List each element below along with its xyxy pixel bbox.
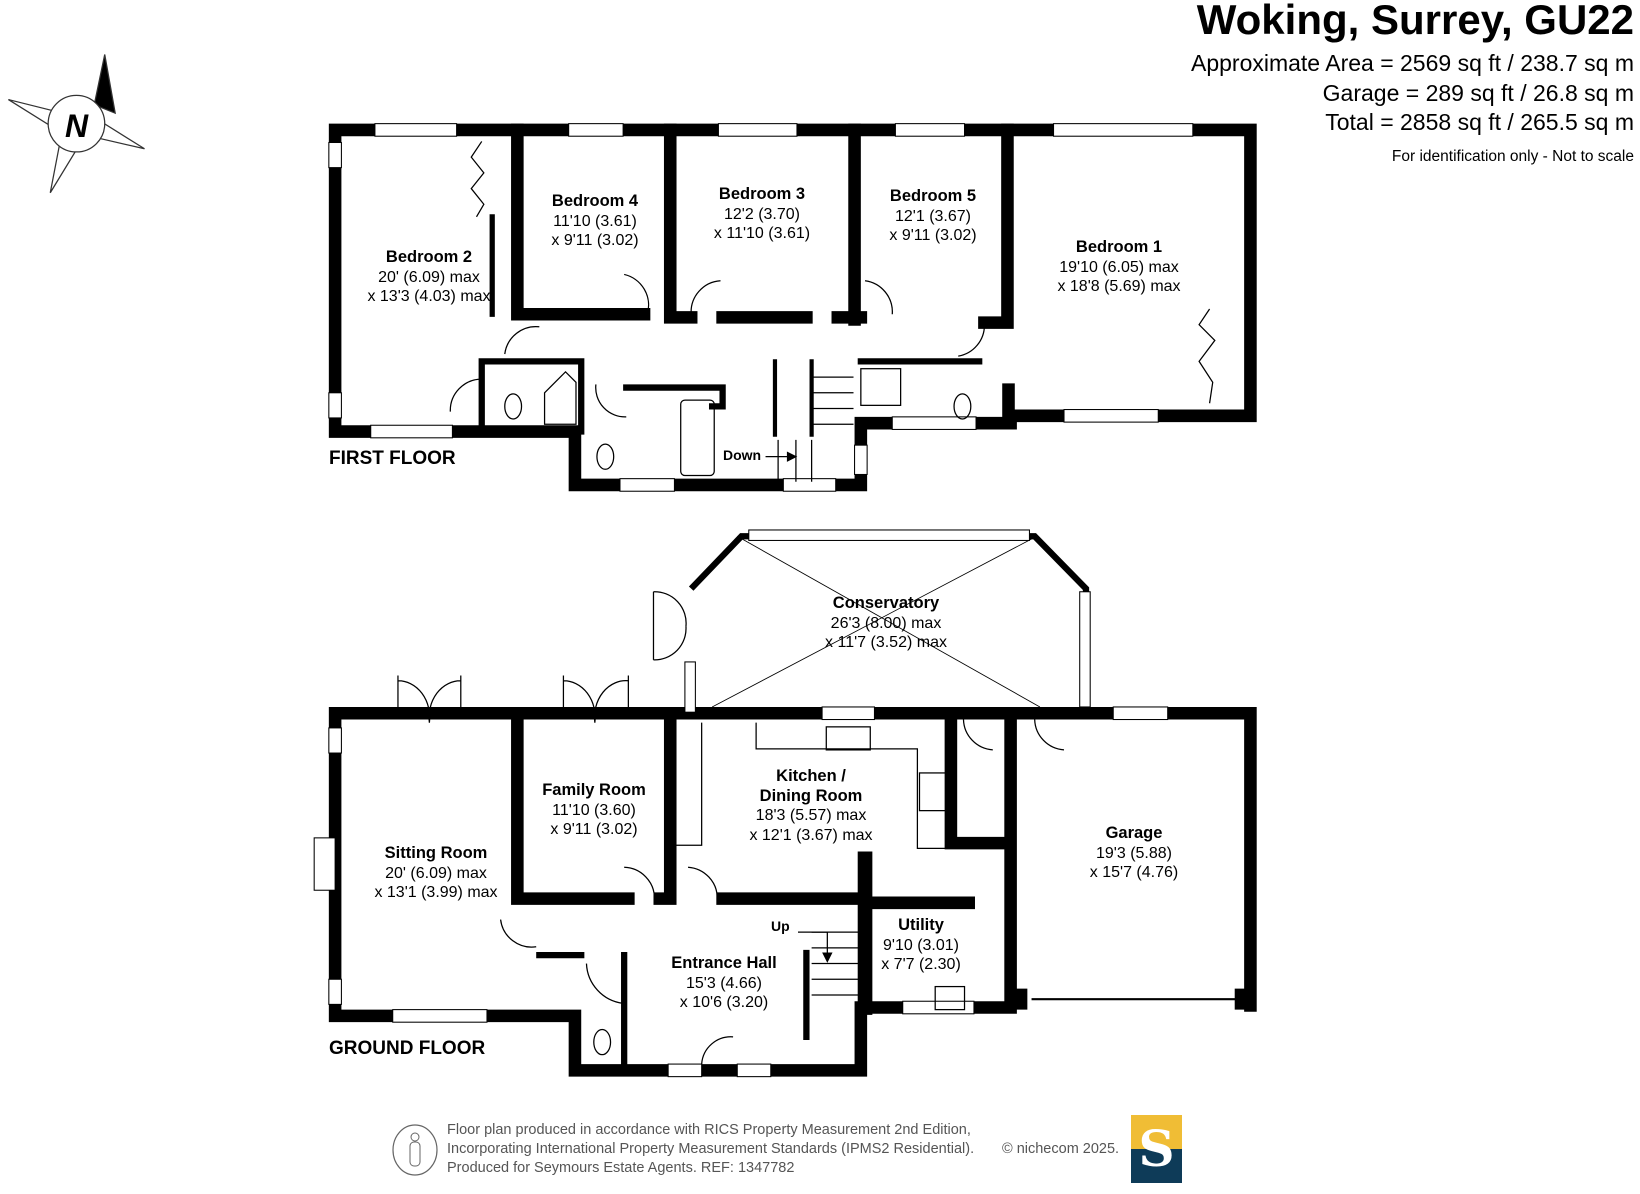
footer-text: Floor plan produced in accordance with R… bbox=[447, 1122, 975, 1176]
first-floor-fixtures bbox=[449, 141, 1216, 482]
copyright: © nichecom 2025. bbox=[1002, 1141, 1120, 1157]
stairs-up-label: Up bbox=[771, 918, 790, 934]
approx-area: Approximate Area = 2569 sq ft / 238.7 sq… bbox=[1190, 50, 1634, 76]
ground-floor-label: GROUND FLOOR bbox=[329, 1038, 486, 1059]
agent-logo: S bbox=[1131, 1115, 1182, 1183]
first-floor-label: FIRST FLOOR bbox=[329, 448, 456, 469]
stairs-down-label: Down bbox=[723, 447, 762, 463]
disclaimer: For identification only - Not to scale bbox=[1391, 148, 1634, 165]
ground-floor-windows bbox=[313, 529, 1169, 1078]
first-floor-walls bbox=[328, 123, 1257, 492]
ground-floor-fixtures bbox=[397, 591, 1065, 1065]
garage-area: Garage = 289 sq ft / 26.8 sq m bbox=[1322, 80, 1634, 106]
compass-icon bbox=[8, 54, 145, 194]
first-floor-windows bbox=[328, 123, 1194, 492]
property-title: Woking, Surrey, GU22 bbox=[1196, 0, 1634, 43]
person-icon bbox=[392, 1124, 438, 1176]
compass-north-label: N bbox=[65, 108, 89, 144]
total-area: Total = 2858 sq ft / 265.5 sq m bbox=[1325, 109, 1634, 135]
